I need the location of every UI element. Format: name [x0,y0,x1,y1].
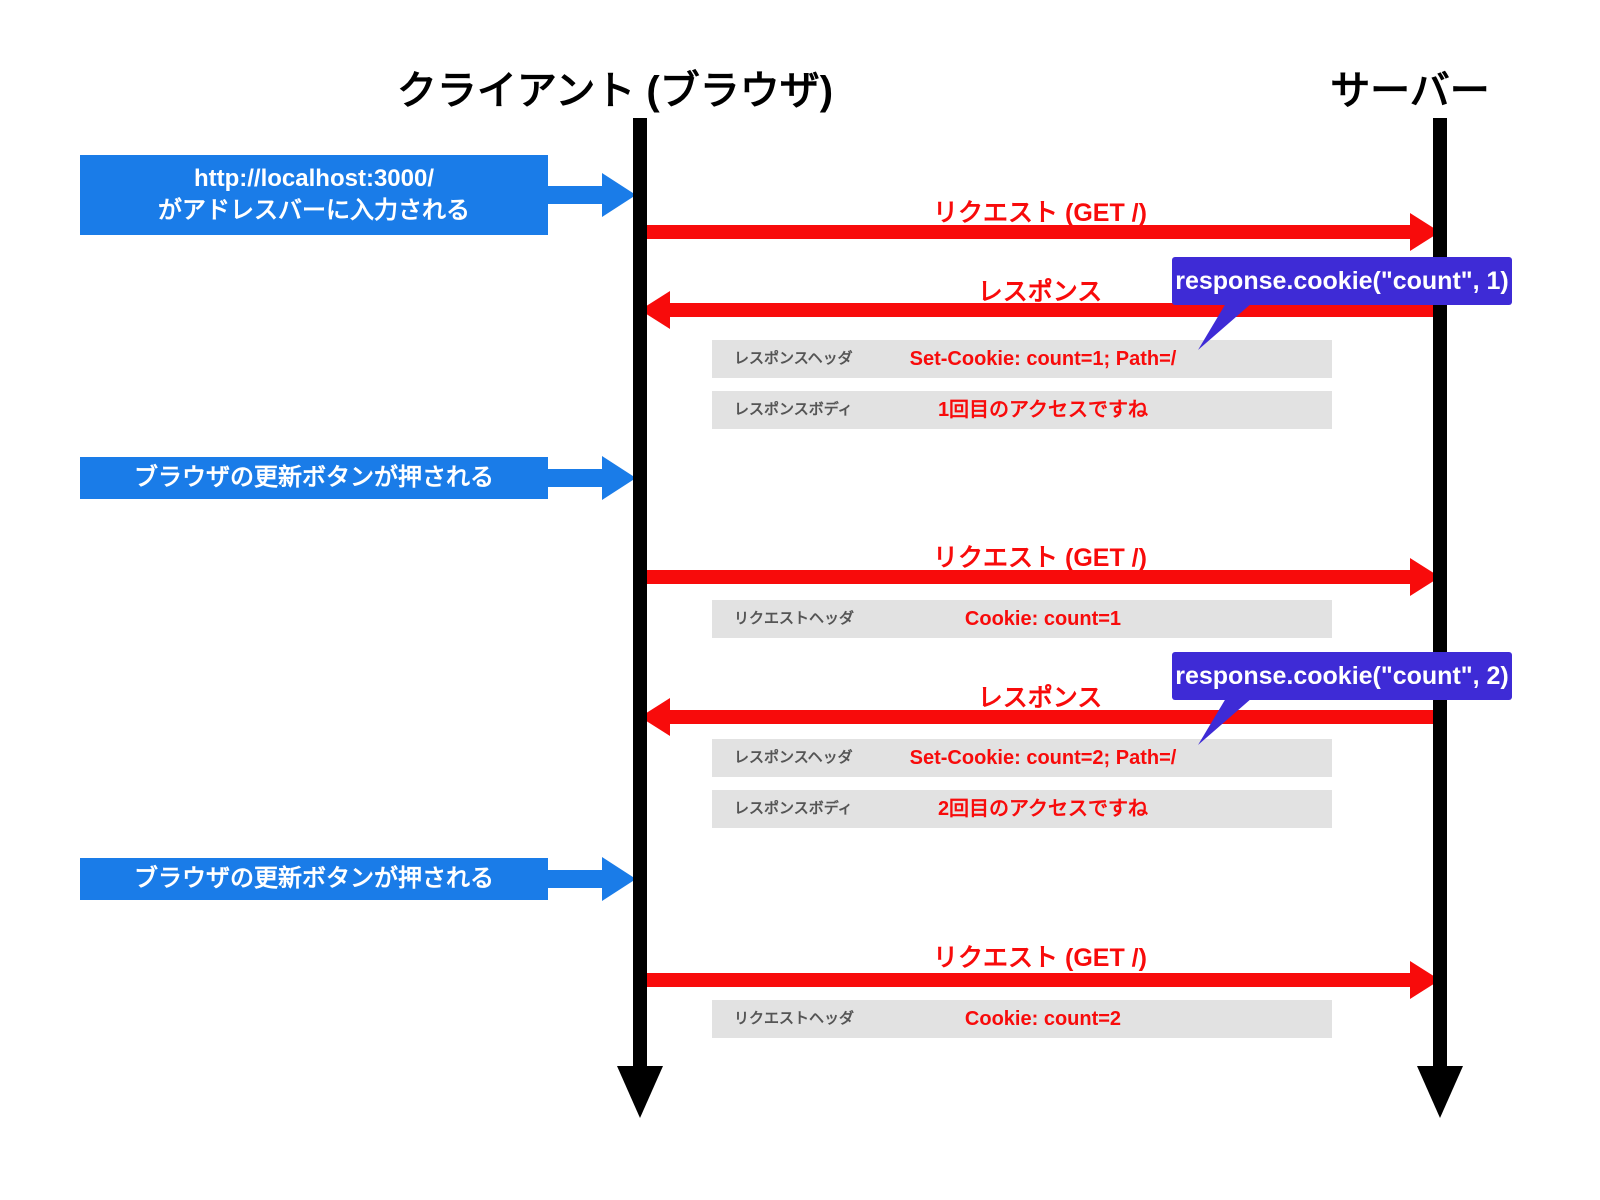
response-body-row-2: レスポンスボディ 2回目のアクセスですね [712,790,1332,828]
arrow-head-icon [602,857,636,901]
message-label-request-2: リクエスト (GET /) [933,544,1147,572]
request-arrow-3 [640,961,1440,999]
arrow-bar [548,186,606,204]
row-value: 2回目のアクセスですね [937,798,1149,820]
event-box-refresh-1: ブラウザの更新ボタンが押される [80,457,548,499]
server-lifeline [1433,118,1447,1070]
callout-set-cookie-2: response.cookie("count", 2) [1172,652,1512,700]
event-arrow-icon [548,173,636,217]
row-value: Cookie: count=2 [964,1008,1122,1030]
message-label-response-1: レスポンス [977,278,1103,306]
event-arrow-icon [548,857,636,901]
row-value: Set-Cookie: count=2; Path=/ [909,747,1177,769]
server-lifeline-arrow-icon [1417,1066,1463,1118]
event-text-line: http://localhost:3000/ [193,164,435,192]
request-arrow-2 [640,558,1440,596]
row-label: レスポンスヘッダ [734,749,853,766]
server-actor-title: サーバー [1330,69,1490,113]
callout-set-cookie-1: response.cookie("count", 1) [1172,257,1512,305]
response-arrow-2 [640,698,1440,736]
request-arrow-1 [640,213,1440,251]
client-lifeline [633,118,647,1070]
event-arrow-icon [548,456,636,500]
response-header-row-1: レスポンスヘッダ Set-Cookie: count=1; Path=/ [712,340,1332,378]
event-text-line: ブラウザの更新ボタンが押される [134,463,494,491]
arrow-bar [548,469,606,487]
row-label: リクエストヘッダ [734,1010,855,1027]
client-lifeline-arrow-icon [617,1066,663,1118]
request-header-row-1: リクエストヘッダ Cookie: count=1 [712,600,1332,638]
arrow-head-icon [602,456,636,500]
response-body-row-1: レスポンスボディ 1回目のアクセスですね [712,391,1332,429]
event-box-refresh-2: ブラウザの更新ボタンが押される [80,858,548,900]
row-value: Cookie: count=1 [964,608,1122,630]
row-label: レスポンスヘッダ [734,350,853,367]
event-text-line: がアドレスバーに入力される [158,197,470,224]
arrow-head-icon [602,173,636,217]
row-label: リクエストヘッダ [734,610,855,627]
row-label: レスポンスボディ [734,800,853,817]
arrow-bar [548,870,606,888]
arrow-bar [640,570,1412,584]
row-value: 1回目のアクセスですね [937,399,1149,421]
response-header-row-2: レスポンスヘッダ Set-Cookie: count=2; Path=/ [712,739,1332,777]
arrow-bar [640,225,1412,239]
row-label: レスポンスボディ [734,401,853,418]
event-text-line: ブラウザの更新ボタンが押される [134,864,494,892]
arrow-bar [668,303,1440,317]
message-label-request-1: リクエスト (GET /) [933,199,1147,227]
message-label-response-2: レスポンス [977,684,1103,712]
client-actor-title: クライアント (ブラウザ) [396,69,834,113]
arrow-bar [668,710,1440,724]
row-value: Set-Cookie: count=1; Path=/ [909,348,1177,370]
event-box-url-entered: http://localhost:3000/ がアドレスバーに入力される [80,155,548,235]
message-label-request-3: リクエスト (GET /) [933,944,1147,972]
arrow-bar [640,973,1412,987]
request-header-row-2: リクエストヘッダ Cookie: count=2 [712,1000,1332,1038]
